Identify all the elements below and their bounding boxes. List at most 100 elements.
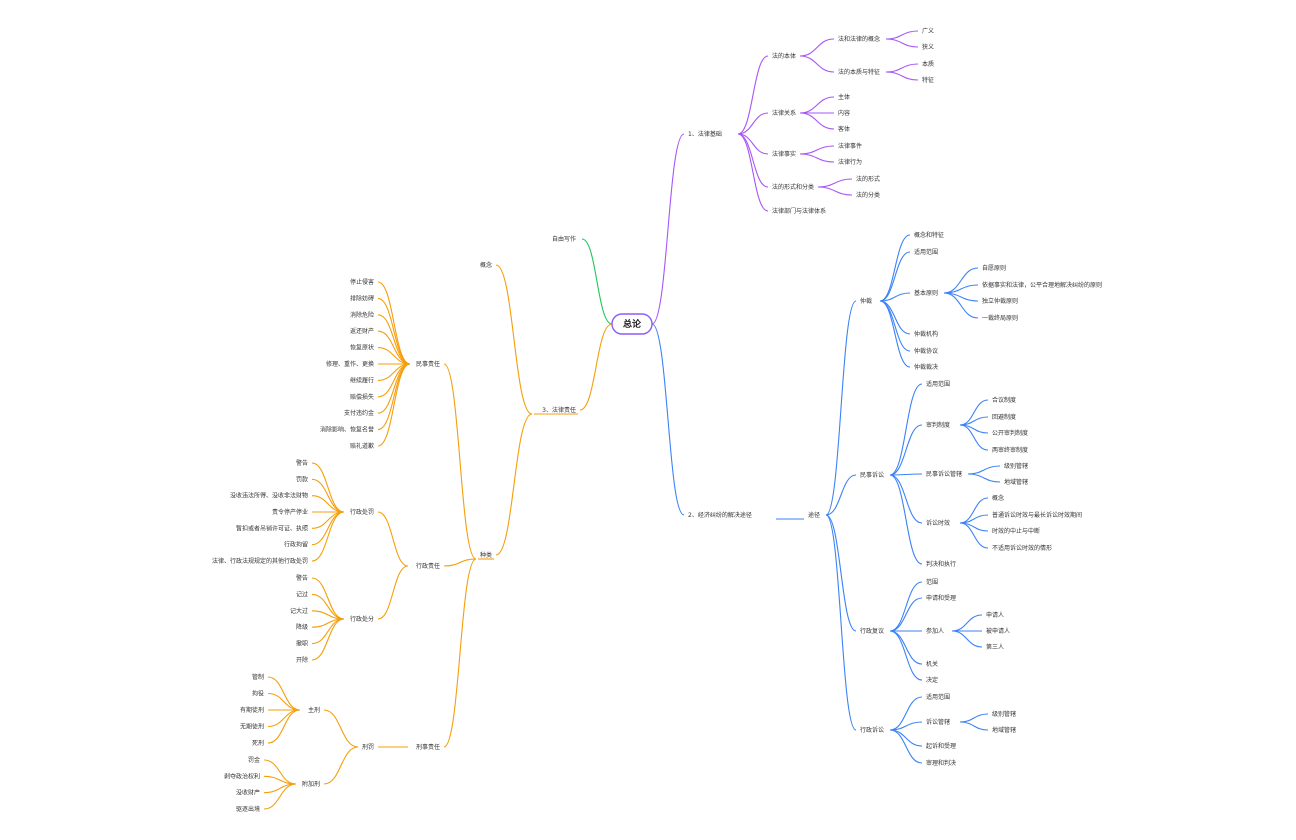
- liability-hub[interactable]: 种类: [480, 551, 492, 559]
- leaf-node[interactable]: 责令停产停业: [272, 508, 308, 516]
- liability-type[interactable]: 行政责任: [416, 562, 440, 570]
- leaf-node[interactable]: 记过: [296, 590, 308, 598]
- leaf-node[interactable]: 概念和特征: [914, 231, 944, 239]
- leaf-node[interactable]: 消除影响、恢复名誉: [320, 426, 374, 434]
- law-basics-node[interactable]: 法的形式和分类: [772, 183, 814, 191]
- leaf-node[interactable]: 没收违法所得、没收非法财物: [230, 492, 308, 500]
- law-basics-node[interactable]: 法律事实: [772, 150, 796, 158]
- leaf-node[interactable]: 诉讼时效: [926, 519, 950, 527]
- admin-discipline[interactable]: 行政处分: [350, 615, 374, 623]
- leaf-node[interactable]: 法的形式: [856, 175, 880, 183]
- leaf-node[interactable]: 特征: [922, 76, 934, 84]
- leaf-node[interactable]: 仲裁机构: [914, 330, 938, 338]
- leaf-node[interactable]: 申请和受理: [926, 594, 956, 602]
- leaf-node[interactable]: 适用范围: [914, 248, 938, 256]
- leaf-node[interactable]: 死刑: [252, 739, 264, 747]
- leaf-node[interactable]: 第三人: [986, 643, 1004, 651]
- leaf-node[interactable]: 罚金: [248, 756, 260, 764]
- leaf-node[interactable]: 没收财产: [236, 789, 260, 797]
- leaf-node[interactable]: 自愿原则: [982, 264, 1006, 272]
- leaf-node[interactable]: 内容: [838, 109, 850, 117]
- leaf-node[interactable]: 警告: [296, 574, 308, 582]
- leaf-node[interactable]: 法律行为: [838, 158, 862, 166]
- leaf-node[interactable]: 管制: [252, 673, 264, 681]
- criminal-extra[interactable]: 附加刑: [302, 780, 320, 788]
- leaf-node[interactable]: 地域管辖: [1004, 478, 1028, 486]
- leaf-node[interactable]: 继续履行: [350, 376, 374, 384]
- leaf-node[interactable]: 基本原则: [914, 289, 938, 297]
- root-node[interactable]: 总论: [623, 318, 642, 330]
- dispute-hub[interactable]: 途径: [808, 511, 820, 519]
- branch-law-basics[interactable]: 1、法律基础: [688, 130, 722, 138]
- leaf-node[interactable]: 机关: [926, 660, 938, 668]
- leaf-node[interactable]: 赔偿损失: [350, 393, 374, 401]
- leaf-node[interactable]: 参加人: [926, 627, 944, 635]
- leaf-node[interactable]: 审判制度: [926, 421, 950, 429]
- leaf-node[interactable]: 广义: [922, 27, 934, 35]
- dispute-category[interactable]: 行政诉讼: [860, 726, 884, 734]
- leaf-node[interactable]: 罚款: [296, 475, 308, 483]
- leaf-node[interactable]: 降级: [296, 623, 308, 631]
- leaf-node[interactable]: 恢复原状: [350, 344, 374, 352]
- leaf-node[interactable]: 赔礼道歉: [350, 442, 374, 450]
- leaf-node[interactable]: 客体: [838, 125, 850, 133]
- branch-liability[interactable]: 3、法律责任: [542, 406, 576, 414]
- leaf-node[interactable]: 公开审判制度: [992, 429, 1028, 437]
- leaf-node[interactable]: 消除危险: [350, 311, 374, 319]
- leaf-node[interactable]: 暂扣或者吊销许可证、执照: [236, 524, 308, 532]
- leaf-node[interactable]: 独立仲裁原则: [982, 297, 1018, 305]
- leaf-node[interactable]: 仲裁协议: [914, 347, 938, 355]
- leaf-node[interactable]: 修理、重作、更换: [326, 360, 374, 368]
- leaf-node[interactable]: 警告: [296, 459, 308, 467]
- leaf-node[interactable]: 诉讼管辖: [926, 718, 950, 726]
- leaf-node[interactable]: 时效的中止与中断: [992, 527, 1040, 535]
- leaf-node[interactable]: 申请人: [986, 611, 1004, 619]
- leaf-node[interactable]: 返还财产: [350, 327, 374, 335]
- leaf-node[interactable]: 法的分类: [856, 191, 880, 199]
- law-basics-node[interactable]: 法律关系: [772, 109, 796, 117]
- criminal-hub[interactable]: 刑罚: [362, 743, 374, 751]
- law-basics-node[interactable]: 法的本体: [772, 52, 796, 60]
- dispute-category[interactable]: 仲裁: [860, 297, 872, 305]
- leaf-node[interactable]: 判决和执行: [926, 560, 956, 568]
- leaf-node[interactable]: 拘役: [252, 690, 264, 698]
- leaf-node[interactable]: 适用范围: [926, 693, 950, 701]
- leaf-node[interactable]: 决定: [926, 676, 938, 684]
- leaf-node[interactable]: 主体: [838, 93, 850, 101]
- leaf-node[interactable]: 有期徒刑: [240, 706, 264, 714]
- leaf-node[interactable]: 概念: [992, 494, 1004, 502]
- leaf-node[interactable]: 地域管辖: [992, 726, 1016, 734]
- leaf-node[interactable]: 法律、行政法规规定的其他行政处罚: [212, 557, 308, 565]
- leaf-node[interactable]: 停止侵害: [350, 278, 374, 286]
- leaf-node[interactable]: 撤职: [296, 640, 308, 648]
- leaf-node[interactable]: 级别管辖: [992, 710, 1016, 718]
- leaf-node[interactable]: 民事诉讼管辖: [926, 470, 962, 478]
- leaf-node[interactable]: 审理和判决: [926, 759, 956, 767]
- branch-dispute[interactable]: 2、经济纠纷的解决途径: [688, 511, 752, 519]
- root-node-box[interactable]: [611, 313, 653, 335]
- leaf-node[interactable]: 狭义: [922, 43, 934, 51]
- leaf-node[interactable]: 仲裁裁决: [914, 363, 938, 371]
- leaf-node[interactable]: 普通诉讼时效与最长诉讼时效期间: [992, 511, 1082, 519]
- dispute-category[interactable]: 行政复议: [860, 627, 884, 635]
- law-basics-node[interactable]: 法律部门与法律体系: [772, 207, 826, 215]
- leaf-node[interactable]: 排除妨碍: [350, 294, 374, 302]
- leaf-node[interactable]: 驱逐出境: [236, 805, 260, 813]
- leaf-node[interactable]: 无期徒刑: [240, 723, 264, 731]
- criminal-main[interactable]: 主刑: [308, 706, 320, 714]
- liability-type[interactable]: 民事责任: [416, 360, 440, 368]
- leaf-node[interactable]: 法律事件: [838, 142, 862, 150]
- liability-hub[interactable]: 概念: [480, 261, 492, 269]
- law-ontology-node[interactable]: 法的本质与特征: [838, 68, 880, 76]
- branch-selftest[interactable]: 自由写作: [552, 235, 576, 243]
- leaf-node[interactable]: 被申请人: [986, 627, 1010, 635]
- leaf-node[interactable]: 剥夺政治权利: [224, 772, 260, 780]
- law-ontology-node[interactable]: 法和法律的概念: [838, 35, 880, 43]
- leaf-node[interactable]: 记大过: [290, 607, 308, 615]
- leaf-node[interactable]: 回避制度: [992, 413, 1016, 421]
- leaf-node[interactable]: 依据事实和法律，公平合理地解决纠纷的原则: [982, 281, 1102, 289]
- leaf-node[interactable]: 级别管辖: [1004, 462, 1028, 470]
- leaf-node[interactable]: 不适用诉讼时效的情形: [992, 544, 1052, 552]
- dispute-category[interactable]: 民事诉讼: [860, 471, 884, 479]
- leaf-node[interactable]: 本质: [922, 60, 934, 68]
